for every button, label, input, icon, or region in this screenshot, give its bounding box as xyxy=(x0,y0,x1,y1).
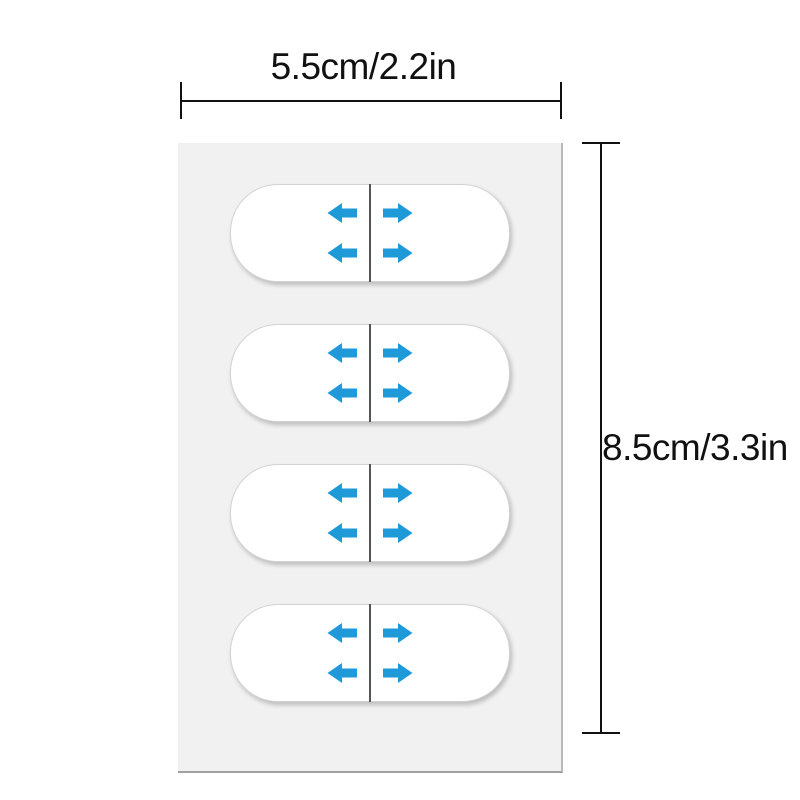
sticker xyxy=(229,184,510,282)
center-divider-line xyxy=(368,464,371,562)
sticker xyxy=(229,324,510,422)
right-arrow-icon xyxy=(382,623,412,643)
left-arrow-icon xyxy=(327,383,357,403)
arrow-grid xyxy=(327,203,413,264)
left-arrow-icon xyxy=(327,663,357,683)
arrow-grid xyxy=(327,343,413,404)
height-dimension-tick-top xyxy=(582,142,620,144)
left-arrow-icon xyxy=(327,483,357,503)
width-dimension-tick-right xyxy=(560,82,562,119)
arrow-grid xyxy=(327,483,413,544)
right-arrow-icon xyxy=(382,243,412,263)
width-dimension-label: 5.5cm/2.2in xyxy=(270,46,457,87)
center-divider-line xyxy=(368,324,371,422)
height-dimension-line xyxy=(600,143,602,733)
right-arrow-icon xyxy=(382,483,412,503)
left-arrow-icon xyxy=(327,343,357,363)
sticker-sheet xyxy=(178,143,563,773)
center-divider-line xyxy=(368,184,371,282)
height-dimension-tick-bottom xyxy=(582,732,620,734)
left-arrow-icon xyxy=(327,523,357,543)
right-arrow-icon xyxy=(382,663,412,683)
width-dimension-tick-left xyxy=(180,82,182,119)
sticker xyxy=(229,604,510,702)
right-arrow-icon xyxy=(382,343,412,363)
left-arrow-icon xyxy=(327,243,357,263)
right-arrow-icon xyxy=(382,203,412,223)
left-arrow-icon xyxy=(327,623,357,643)
right-arrow-icon xyxy=(382,383,412,403)
right-arrow-icon xyxy=(382,523,412,543)
arrow-grid xyxy=(327,623,413,684)
width-dimension-line xyxy=(181,100,562,102)
center-divider-line xyxy=(368,604,371,702)
height-dimension-label: 8.5cm/3.3in xyxy=(602,427,788,468)
left-arrow-icon xyxy=(327,203,357,223)
sticker xyxy=(229,464,510,562)
